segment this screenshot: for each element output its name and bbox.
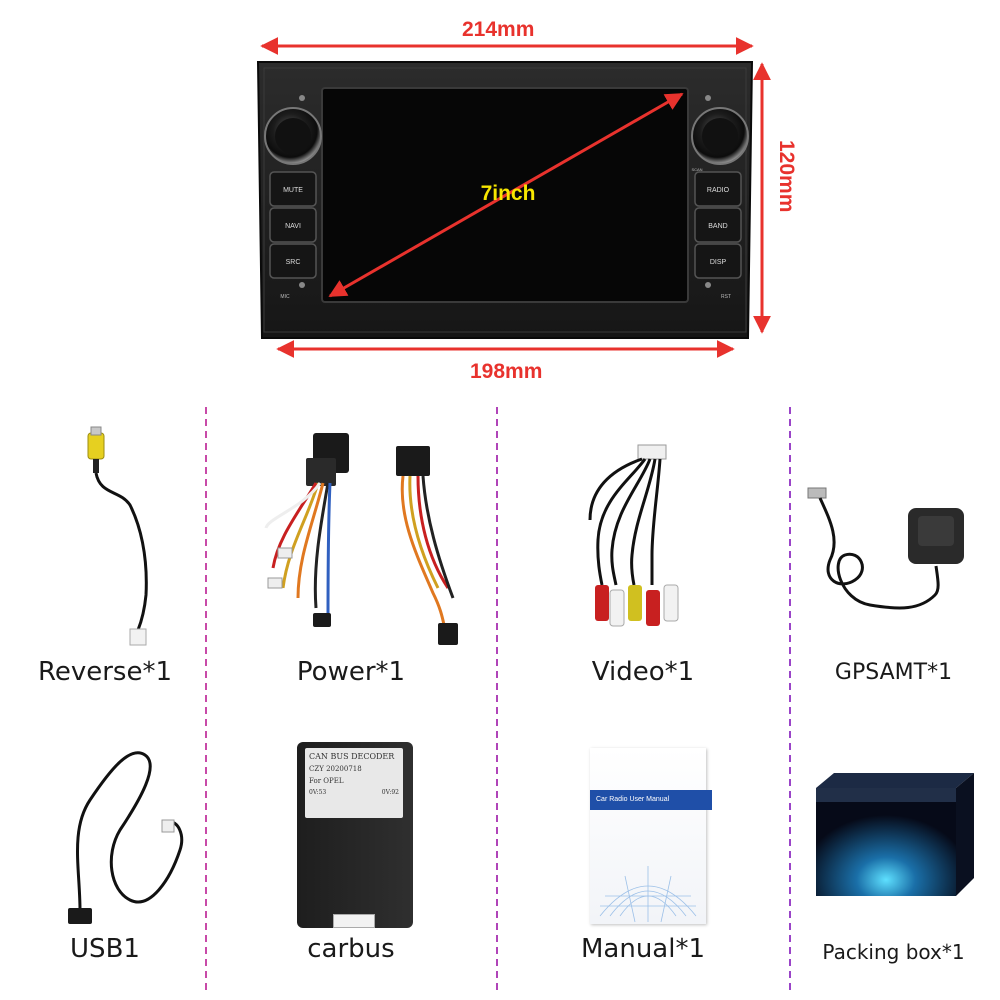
height-label: 120mm: [775, 140, 798, 213]
reverse-label: Reverse*1: [37, 657, 173, 687]
video-rca-cable-icon: [588, 444, 679, 627]
manual-title: Car Radio User Manual: [596, 796, 670, 803]
manual-label: Manual*1: [580, 934, 706, 964]
power-harness-icon: [264, 433, 458, 645]
canbus-decoder-icon: CAN BUS DECODER CZY 20200718 For OPEL 0V…: [297, 742, 413, 928]
top-width-label: 214mm: [462, 18, 535, 41]
usb-label: USB1: [70, 934, 140, 964]
user-manual-icon: Car Radio User Manual: [590, 748, 712, 924]
radio-button: [694, 171, 742, 207]
packing-box-label: Packing box*1: [822, 940, 965, 964]
disp-label: DISP: [710, 259, 727, 266]
radio-label: RADIO: [707, 187, 730, 194]
rst-label: RST: [721, 294, 731, 300]
decoder-sticker: CAN BUS DECODER CZY 20200718 For OPEL 0V…: [305, 748, 403, 818]
band-label: BAND: [708, 223, 727, 230]
mute-button: [269, 171, 317, 207]
disp-button: [694, 243, 742, 279]
accessory-grid: [5, 406, 995, 991]
band-button: [694, 207, 742, 243]
manual-title-band: Car Radio User Manual: [590, 790, 712, 810]
scan-label: SCAN: [691, 167, 702, 172]
usb-cable-icon: [68, 751, 184, 924]
screen-size-label: 7inch: [481, 182, 536, 205]
navi-button: [269, 207, 317, 243]
mic-label: MIC: [280, 294, 290, 300]
head-unit-diagram: MUTE NAVI SRC RADIO BAND DISP MIC RST SC…: [256, 37, 771, 358]
decoder-line1: CZY 20200718: [309, 765, 362, 773]
reverse-camera-cable-icon: [87, 426, 148, 646]
decoder-line3-left: 0V:53: [309, 789, 327, 796]
video-label: Video*1: [591, 657, 695, 687]
decoder-line2: For OPEL: [309, 777, 344, 785]
screen-diagonal-arrow: [328, 92, 684, 298]
mute-label: MUTE: [283, 187, 303, 194]
bottom-width-label: 198mm: [470, 360, 543, 383]
gps-antenna-icon: [807, 487, 964, 610]
carbus-label: carbus: [307, 934, 395, 964]
gps-label: GPSAMT*1: [834, 660, 953, 685]
power-label: Power*1: [296, 657, 406, 687]
decoder-line3-right: 0V:92: [381, 789, 399, 796]
packing-box-icon: [816, 773, 974, 896]
src-button: [269, 243, 317, 279]
decoder-title: CAN BUS DECODER: [309, 752, 395, 761]
navi-label: NAVI: [285, 223, 301, 230]
src-label: SRC: [286, 259, 301, 266]
